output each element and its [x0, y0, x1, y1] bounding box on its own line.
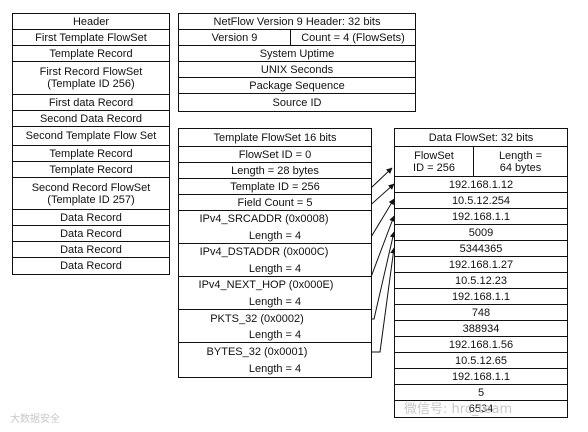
header-package-sequence: Package Sequence: [178, 77, 416, 94]
data-record-value: 192.168.1.56: [394, 336, 568, 353]
template-field-srcaddr-length: Length = 4: [248, 229, 302, 242]
left-row-second-data-record: Second Data Record: [12, 110, 170, 127]
watermark-right: 微信号: hrc_team: [404, 402, 513, 417]
template-field-bytes: BYTES_32 (0x0001): [206, 345, 308, 358]
template-block-title-text: Template FlowSet 16 bits: [211, 131, 339, 144]
left-row-first-record-flowset: First Record FlowSet (Template ID 256): [12, 61, 170, 95]
data-record-value: 388934: [394, 320, 568, 337]
header-block-title: NetFlow Version 9 Header: 32 bits: [178, 13, 416, 30]
header-unix-seconds: UNIX Seconds: [178, 61, 416, 78]
data-record-value: 5009: [394, 224, 568, 241]
header-source-id: Source ID: [178, 93, 416, 112]
left-row-template-record: Template Record: [12, 45, 170, 62]
left-row-second-template-flowset: Second Template Flow Set: [12, 126, 170, 146]
data-record-value: 10.5.12.254: [394, 192, 568, 209]
data-block-title: Data FlowSet: 32 bits: [394, 128, 568, 147]
data-block-title-text: Data FlowSet: 32 bits: [426, 131, 536, 144]
data-record-value: 192.168.1.27: [394, 256, 568, 273]
template-field-srcaddr: IPv4_SRCADDR (0x0008): [199, 212, 329, 225]
template-field-dstaddr-group: [178, 243, 372, 277]
data-record-value: 192.168.1.1: [394, 208, 568, 225]
template-field-next-hop-length: Length = 4: [248, 295, 302, 308]
header-system-uptime: System Uptime: [178, 45, 416, 62]
left-row-header: Header: [12, 13, 170, 30]
data-flowset-id: FlowSet ID = 256: [394, 146, 474, 177]
data-record-value: 192.168.1.1: [394, 288, 568, 305]
template-field-dstaddr-length: Length = 4: [248, 262, 302, 275]
watermark-left: 大数据安全: [10, 414, 60, 425]
template-id: Template ID = 256: [178, 178, 372, 195]
left-row-template-record: Template Record: [12, 145, 170, 162]
left-row-first-template-flowset: First Template FlowSet: [12, 29, 170, 46]
left-row-template-record: Template Record: [12, 161, 170, 178]
left-row-data-record: Data Record: [12, 257, 170, 275]
template-block-title: Template FlowSet 16 bits: [178, 128, 372, 147]
header-block-title-text: NetFlow Version 9 Header: 32 bits: [211, 15, 383, 28]
left-row-data-record: Data Record: [12, 241, 170, 258]
data-record-value: 748: [394, 304, 568, 321]
left-row-second-record-flowset: Second Record FlowSet (Template ID 257): [12, 177, 170, 210]
template-flowset-id: FlowSet ID = 0: [178, 146, 372, 163]
data-record-value: 10.5.12.65: [394, 352, 568, 369]
template-field-srcaddr-group: [178, 210, 372, 244]
data-record-value: 192.168.1.1: [394, 368, 568, 385]
template-field-count: Field Count = 5: [178, 194, 372, 211]
left-row-data-record: Data Record: [12, 209, 170, 226]
header-version: Version 9: [178, 29, 291, 46]
data-record-value: 5344365: [394, 240, 568, 257]
left-row-first-data-record: First data Record: [12, 94, 170, 111]
template-field-bytes-length: Length = 4: [248, 362, 302, 375]
template-field-dstaddr: IPv4_DSTADDR (0x000C): [199, 245, 329, 258]
template-field-pkts: PKTS_32 (0x0002): [210, 312, 304, 325]
template-field-pkts-length: Length = 4: [248, 328, 302, 341]
left-row-data-record: Data Record: [12, 225, 170, 242]
header-count: Count = 4 (FlowSets): [290, 29, 416, 46]
template-field-next-hop-group: [178, 276, 372, 310]
data-length: Length = 64 bytes: [473, 146, 568, 177]
template-field-next-hop: IPv4_NEXT_HOP (0x000E): [198, 278, 334, 291]
data-record-value: 6534: [394, 400, 568, 418]
template-field-bytes-group: [178, 342, 372, 378]
data-record-value: 192.168.1.12: [394, 176, 568, 193]
data-record-value: 10.5.12.23: [394, 272, 568, 289]
template-length: Length = 28 bytes: [178, 162, 372, 179]
